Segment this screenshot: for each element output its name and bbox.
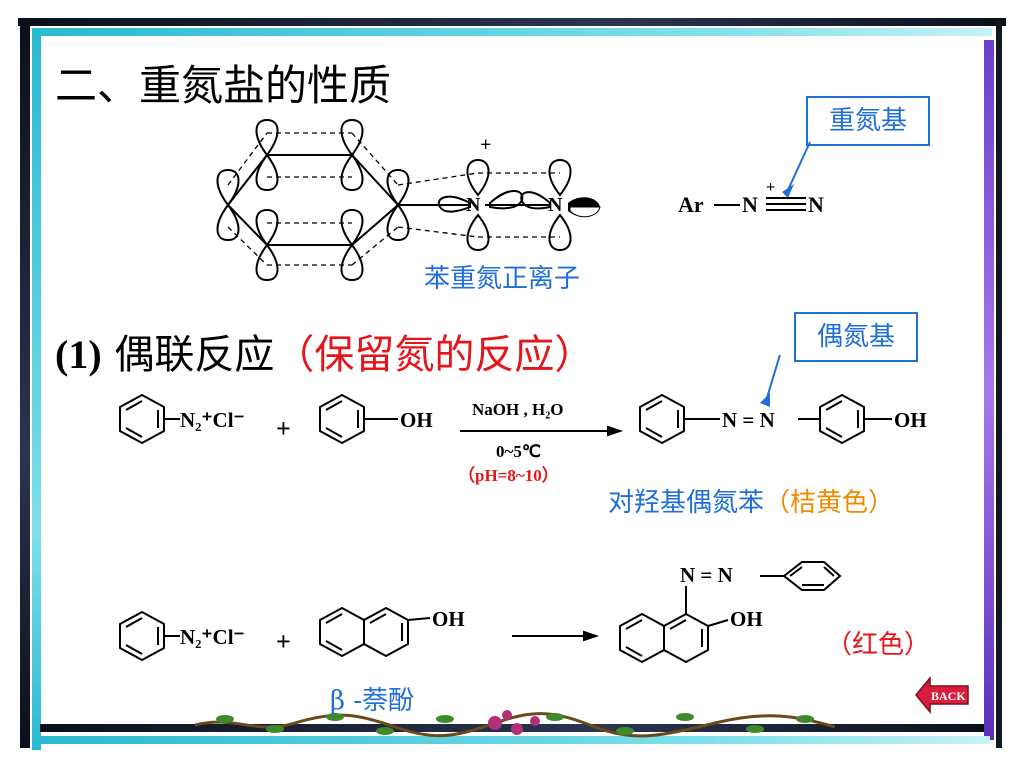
r1-product-name: 对羟基偶氮苯（桔黄色） (608, 482, 894, 519)
orbital-n2-label: N (548, 194, 563, 216)
ar-plus-symbol: + (766, 179, 775, 196)
r2-product-oh: OH (730, 607, 763, 631)
section-number: (1) (55, 332, 102, 377)
r1-product-name-text: 对羟基偶氮苯 (608, 488, 765, 518)
r1-azo-linkage: N = N (722, 408, 775, 432)
r2-product-color: （红色） (826, 630, 931, 660)
benzenediazonium-ion-label: 苯重氮正离子 (424, 264, 581, 294)
back-arrow-icon: BACK (915, 675, 969, 715)
frame-right-purple (984, 40, 994, 740)
r2-plus-sign: + (276, 627, 291, 656)
frame-left-cyan (32, 30, 41, 750)
r2-naphthol-name: β -萘酚 (330, 686, 415, 716)
back-button-label: BACK (931, 689, 966, 703)
r1-temperature: 0~5℃ (496, 442, 541, 461)
page-title: 二、重氮盐的性质 (55, 61, 392, 110)
orbital-n1-label: N (466, 194, 481, 216)
r1-phenol-oh: OH (400, 408, 433, 432)
frame-bottom-cyan (40, 736, 990, 744)
r1-reagents: NaOH , H₂O (472, 400, 564, 419)
r2-naphthol-oh: OH (432, 607, 465, 631)
r1-diazonium-chloride: N₂⁺Cl⁻ (180, 408, 245, 432)
r2-diazonium-chloride: N₂⁺Cl⁻ (180, 625, 245, 649)
benzenediazonium-orbital-diagram: N N + (216, 118, 601, 282)
ar-diazonium-formula: Ar N + N (678, 141, 824, 217)
back-button[interactable]: BACK (914, 675, 970, 715)
section-subtitle: （保留氮的反应） (274, 332, 595, 378)
r1-ph: （pH=8~10） (458, 465, 559, 485)
azo-group-box: 偶氮基 (794, 312, 918, 362)
frame-right-dark (996, 20, 1002, 748)
r2-azo-linkage: N = N (680, 563, 733, 587)
frame-top-dark (18, 18, 1006, 26)
r1-product-oh: OH (894, 408, 927, 432)
vine-decoration (195, 710, 835, 738)
frame-top-cyan (32, 28, 992, 36)
diazo-group-box: 重氮基 (806, 96, 930, 146)
reaction-1-scheme: N₂⁺Cl⁻ + OH NaOH , H₂O 0~5℃ （pH=8~10） N … (119, 355, 927, 485)
reaction-2-scheme: N₂⁺Cl⁻ + OH N = N OH (119, 561, 842, 664)
frame-left-dark (20, 18, 30, 748)
r1-product-color: （桔黄色） (764, 488, 895, 518)
r1-plus-sign: + (276, 414, 291, 443)
section-heading: (1) 偶联反应（保留氮的反应） (55, 322, 594, 380)
orbital-plus-label: + (480, 134, 491, 156)
ar-n1-symbol: N (742, 192, 758, 217)
ar-symbol: Ar (678, 192, 704, 217)
section-title: 偶联反应 (114, 332, 275, 378)
ar-n2-symbol: N (808, 192, 824, 217)
